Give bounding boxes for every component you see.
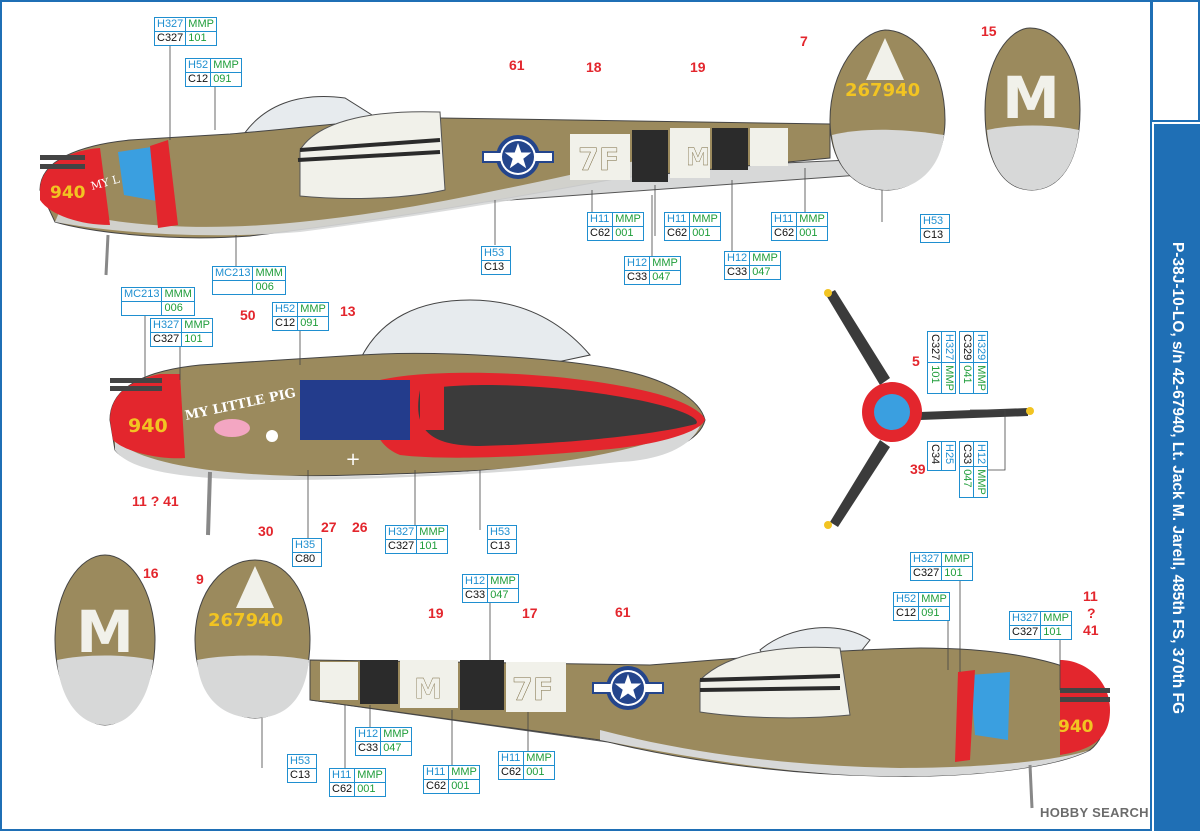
decal-number: 11 ? 41 [132,493,179,509]
color-callout: H53 C13 [287,754,318,783]
decal-number: 30 [258,523,274,539]
decal-number: 18 [586,59,602,75]
svg-text:267940: 267940 [208,610,283,631]
decal-number: 41 [1083,622,1099,638]
color-callout: H53 C13 [481,246,512,275]
decal-number: 26 [352,519,368,535]
svg-text:M: M [1002,64,1060,132]
decal-number: 61 [509,57,525,73]
decal-number: 7 [800,33,808,49]
bottom-side-view: M 7F 940 267940 M [54,554,1110,809]
decal-number: ? [1087,605,1096,621]
decal-number: 5 [912,353,920,369]
color-callout: H35 C80 [292,538,323,567]
svg-text:M: M [76,598,134,666]
decal-number: 9 [196,571,204,587]
decal-number: 15 [981,23,997,39]
watermark: HOBBY SEARCH [1040,805,1149,820]
decal-number: 19 [690,59,706,75]
svg-text:940: 940 [1058,717,1094,737]
aircraft-title: P-38J-10-LO, s/n 42-67940, Lt. Jack M. J… [1169,241,1186,715]
nose-side-view: 940 MY LITTLE PIG + [109,299,706,536]
svg-text:940: 940 [128,415,168,437]
svg-text:267940: 267940 [845,80,920,101]
propeller-front-view [824,289,1034,529]
svg-text:940: 940 [50,183,86,203]
svg-text:7F: 7F [578,143,619,178]
svg-text:M: M [414,672,442,705]
decal-number: 27 [321,519,337,535]
color-callout: H53 C13 [920,214,951,243]
decal-number: 11 [1083,588,1098,604]
decal-number: 61 [615,604,631,620]
svg-text:+: + [345,449,360,470]
decal-number: 19 [428,605,444,621]
title-panel [1154,124,1200,831]
decal-number: 13 [340,303,356,319]
decal-number: 50 [240,307,256,323]
decal-number: 39 [910,461,926,477]
top-side-view: 940 MY L 7F M 267940 M [39,27,1081,276]
decal-number: 16 [143,565,159,581]
color-callout: H53 C13 [487,525,518,554]
svg-text:M: M [686,143,710,171]
svg-text:7F: 7F [512,673,553,708]
decal-number: 17 [522,605,538,621]
prop-color-callout: H25 C34 [927,441,956,472]
